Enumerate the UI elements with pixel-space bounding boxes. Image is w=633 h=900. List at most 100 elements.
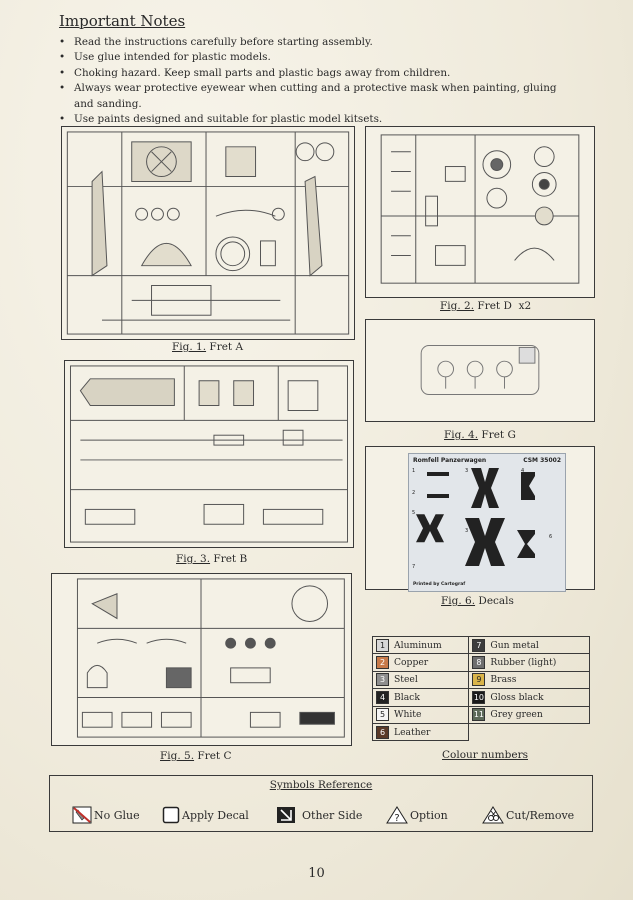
colour-swatch: 8 — [472, 656, 486, 670]
fret-g-sprue-drawing — [420, 345, 540, 396]
colour-swatch: 9 — [472, 673, 486, 687]
fig5-name: Fret C — [197, 750, 232, 762]
colour-row: 4 Black 10 Gloss black — [371, 688, 590, 707]
note-item: Choking hazard. Keep small parts and pla… — [58, 66, 578, 82]
symbol-label: Cut/Remove — [506, 808, 575, 822]
fret-b-sprue-drawing — [69, 365, 349, 543]
decal-number: 3 — [465, 528, 469, 534]
decal-number: 4 — [521, 468, 525, 474]
other-side-icon — [277, 807, 295, 823]
decal-sheet-code: CSM 35002 — [523, 457, 561, 464]
decal-number: 6 — [549, 534, 553, 540]
colour-name: Aluminum — [394, 639, 442, 651]
colour-cell: 1 Aluminum — [371, 635, 470, 655]
decal-sheet-title: Romfell Panzerwagen — [413, 457, 487, 464]
note-item: Use glue intended for plastic models. — [58, 50, 578, 66]
fig2-qty: x2 — [518, 300, 532, 312]
cut-remove-icon — [482, 806, 504, 824]
colour-row: 2 Copper 8 Rubber (light) — [371, 653, 590, 672]
colour-name: Grey green — [490, 709, 543, 721]
no-glue-icon — [72, 806, 92, 824]
fig4-caption: Fig. 4. Fret G — [444, 429, 516, 441]
symbol-no-glue: No Glue — [72, 806, 140, 824]
fig5-label: Fig. 5. — [160, 750, 195, 762]
colour-swatch: 7 — [472, 638, 486, 652]
colour-swatch: 2 — [376, 656, 389, 670]
notes-title: Important Notes — [59, 12, 186, 30]
colour-cell-empty — [469, 723, 590, 740]
fig3-label: Fig. 3. — [176, 553, 211, 565]
fig4-label: Fig. 4. — [444, 429, 479, 441]
note-item: Read the instructions carefully before s… — [58, 35, 578, 51]
fig3-caption: Fig. 3. Fret B — [176, 553, 247, 565]
symbol-label: Apply Decal — [182, 808, 249, 822]
colour-swatch: 1 — [376, 638, 389, 652]
decal-number: 1 — [412, 468, 416, 474]
fret-d-frame — [365, 126, 595, 298]
colour-name: Gloss black — [490, 691, 544, 703]
note-item: Always wear protective eyewear when cutt… — [58, 81, 578, 112]
colour-cell: 7 Gun metal — [468, 635, 590, 655]
fret-c-sprue-drawing — [76, 578, 345, 738]
symbols-reference: Symbols Reference No Glue Apply Decal Ot… — [49, 775, 593, 832]
iron-cross-decals — [416, 468, 535, 566]
colour-row: 5 White 11 Grey green — [371, 705, 590, 724]
fret-c-frame — [51, 573, 352, 746]
symbol-option: ? Option — [386, 806, 448, 824]
colour-name: Leather — [394, 726, 431, 738]
colour-swatch: 5 — [376, 708, 389, 722]
page-number: 10 — [308, 866, 325, 881]
colour-name: Gun metal — [490, 639, 539, 651]
fret-d-sprue-drawing — [380, 134, 580, 284]
fig2-caption: Fig. 2. Fret D x2 — [440, 300, 531, 312]
fig5-caption: Fig. 5. Fret C — [160, 750, 232, 762]
decal-printer: Printed by Cartograf — [413, 582, 466, 587]
colour-name: Black — [394, 691, 420, 703]
fig2-label: Fig. 2. — [440, 300, 475, 312]
symbol-apply-decal: Apply Decal — [162, 806, 249, 824]
colour-name: White — [394, 709, 422, 721]
colour-swatch: 4 — [376, 690, 389, 704]
fig6-name: Decals — [478, 595, 514, 607]
notes-list: Read the instructions carefully before s… — [58, 35, 578, 128]
colour-swatch: 11 — [472, 708, 486, 722]
decals-frame: Romfell Panzerwagen CSM 35002 1 2 3 4 5 … — [365, 446, 595, 592]
decal-number: 7 — [412, 564, 416, 570]
colour-name: Rubber (light) — [490, 657, 557, 669]
decal-number: 5 — [412, 510, 416, 516]
option-icon: ? — [386, 806, 408, 824]
fig1-caption: Fig. 1. Fret A — [172, 341, 243, 353]
apply-decal-icon — [162, 806, 180, 824]
decal-sheet: Romfell Panzerwagen CSM 35002 1 2 3 4 5 … — [408, 453, 566, 592]
fig6-label: Fig. 6. — [441, 595, 476, 607]
colour-name: Copper — [394, 657, 429, 669]
colour-table: 1 Aluminum 7 Gun metal 2 Copper 8 Rubber (li… — [371, 635, 590, 742]
note-item: Use paints designed and suitable for pla… — [58, 112, 578, 128]
fret-a-frame — [61, 126, 355, 340]
fig6-caption: Fig. 6. Decals — [441, 595, 514, 607]
symbol-label: Option — [410, 808, 448, 822]
symbol-label: Other Side — [302, 808, 363, 822]
svg-text:?: ? — [394, 813, 399, 824]
symbols-title: Symbols Reference — [269, 779, 373, 791]
colour-cell: 5 White — [371, 705, 470, 724]
colour-cell: 8 Rubber (light) — [468, 653, 590, 672]
colour-cell: 4 Black — [371, 688, 470, 707]
colour-row: 6 Leather — [371, 722, 590, 742]
fret-b-frame — [64, 360, 354, 548]
colour-swatch: 10 — [472, 690, 486, 704]
colour-cell: 11 Grey green — [468, 705, 590, 724]
symbol-other-side: Other Side — [276, 806, 362, 824]
colour-swatch: 6 — [376, 725, 389, 739]
fig4-name: Fret G — [481, 429, 516, 441]
decal-number: 3 — [465, 468, 469, 474]
colour-cell: 10 Gloss black — [468, 688, 590, 707]
decal-number: 2 — [412, 490, 416, 496]
colour-cell: 6 Leather — [371, 722, 470, 742]
fret-a-sprue-drawing — [66, 131, 350, 335]
symbol-label: No Glue — [94, 808, 140, 822]
symbol-cut-remove: Cut/Remove — [482, 806, 574, 824]
